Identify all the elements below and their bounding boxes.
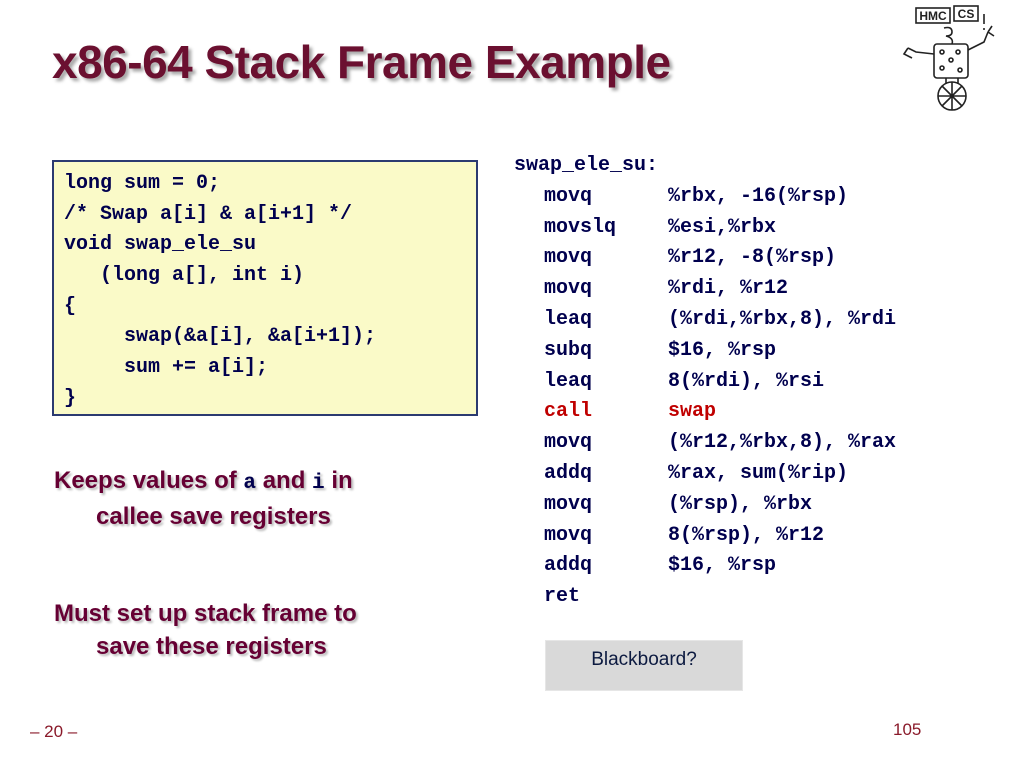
hmc-cs-robot-logo-icon: HMC CS — [902, 5, 995, 111]
code-line: long sum = 0; — [64, 172, 221, 195]
code-line: swap(&a[i], &a[i+1]); — [64, 325, 377, 349]
asm-op: subq — [544, 338, 593, 362]
asm-op: call — [544, 400, 593, 424]
asm-op: addq — [544, 461, 593, 485]
asm-args: %r12, -8(%rsp) — [668, 246, 837, 270]
asm-op: movq — [544, 277, 593, 301]
logo-cs-text: CS — [958, 7, 975, 21]
asm-line: leaq 8(%rdi), %rsi — [514, 367, 824, 398]
asm-line: movq (%r12,%rbx,8), %rax — [514, 428, 896, 459]
asm-args: %rbx, -16(%rsp) — [668, 184, 849, 208]
asm-op: movq — [544, 431, 593, 455]
asm-op: movq — [544, 492, 593, 516]
asm-line: movq %rdi, %r12 — [514, 274, 788, 305]
asm-line: movslq %esi,%rbx — [514, 213, 776, 244]
asm-args: (%rsp), %rbx — [668, 492, 813, 516]
code-line: sum += a[i]; — [64, 356, 269, 380]
asm-line-call-highlight: call swap — [514, 397, 716, 428]
note-callee-save: Keeps values of a and i in callee save r… — [54, 464, 420, 533]
logo-hmc-text: HMC — [919, 9, 947, 23]
asm-args: swap — [668, 400, 717, 424]
c-code-box: long sum = 0; /* Swap a[i] & a[i+1] */ v… — [52, 160, 478, 416]
note-stack-frame: Must set up stack frame to save these re… — [54, 597, 420, 663]
asm-args: (%r12,%rbx,8), %rax — [668, 431, 897, 455]
asm-op: movslq — [544, 215, 617, 239]
asm-line: subq $16, %rsp — [514, 336, 776, 367]
asm-op: ret — [544, 585, 581, 609]
blackboard-button[interactable]: Blackboard? — [545, 640, 743, 691]
note-text: in — [324, 467, 353, 494]
asm-args: $16, %rsp — [668, 554, 777, 578]
slide-footer-page: – 20 – — [30, 722, 78, 741]
asm-args: $16, %rsp — [668, 338, 777, 362]
asm-op: movq — [544, 523, 593, 547]
asm-op: movq — [544, 184, 593, 208]
note-text: callee save registers — [96, 503, 331, 530]
asm-op: leaq — [544, 369, 593, 393]
note-text: Must set up stack frame to — [54, 600, 357, 627]
note-var-a: a — [243, 472, 257, 495]
code-line: { — [64, 294, 77, 318]
asm-args: (%rdi,%rbx,8), %rdi — [668, 307, 897, 331]
code-line: /* Swap a[i] & a[i+1] */ — [64, 202, 353, 226]
asm-args: 8(%rdi), %rsi — [668, 369, 825, 393]
asm-op: addq — [544, 554, 593, 578]
asm-args: %rdi, %r12 — [668, 277, 789, 301]
note-var-i: i — [312, 472, 325, 495]
asm-line: movq %r12, -8(%rsp) — [514, 243, 836, 274]
asm-line: addq %rax, sum(%rip) — [514, 459, 848, 490]
slide-title: x86-64 Stack Frame Example — [52, 36, 671, 88]
asm-function-label: swap_ele_su: — [514, 154, 659, 177]
note-text: Keeps values of — [54, 467, 244, 494]
asm-line: addq $16, %rsp — [514, 551, 776, 582]
note-text: save these registers — [96, 633, 327, 660]
code-line: void swap_ele_su — [64, 233, 257, 257]
asm-args: 8(%rsp), %r12 — [668, 523, 825, 547]
asm-line: movq (%rsp), %rbx — [514, 490, 812, 521]
asm-args: %rax, sum(%rip) — [668, 461, 849, 485]
asm-line: leaq (%rdi,%rbx,8), %rdi — [514, 305, 896, 336]
assembly-listing: swap_ele_su: movq %rbx, -16(%rsp) movslq%… — [514, 151, 896, 613]
asm-op: movq — [544, 246, 593, 270]
asm-line: movq 8(%rsp), %r12 — [514, 521, 824, 552]
asm-line: ret — [514, 582, 658, 613]
code-line: } — [64, 386, 77, 410]
asm-op: leaq — [544, 307, 593, 331]
note-text: and — [256, 467, 313, 494]
slide-number: 105 — [893, 720, 922, 739]
code-line: (long a[], int i) — [64, 264, 305, 288]
asm-line: movq %rbx, -16(%rsp) — [514, 182, 848, 213]
asm-args: %esi,%rbx — [668, 215, 777, 239]
